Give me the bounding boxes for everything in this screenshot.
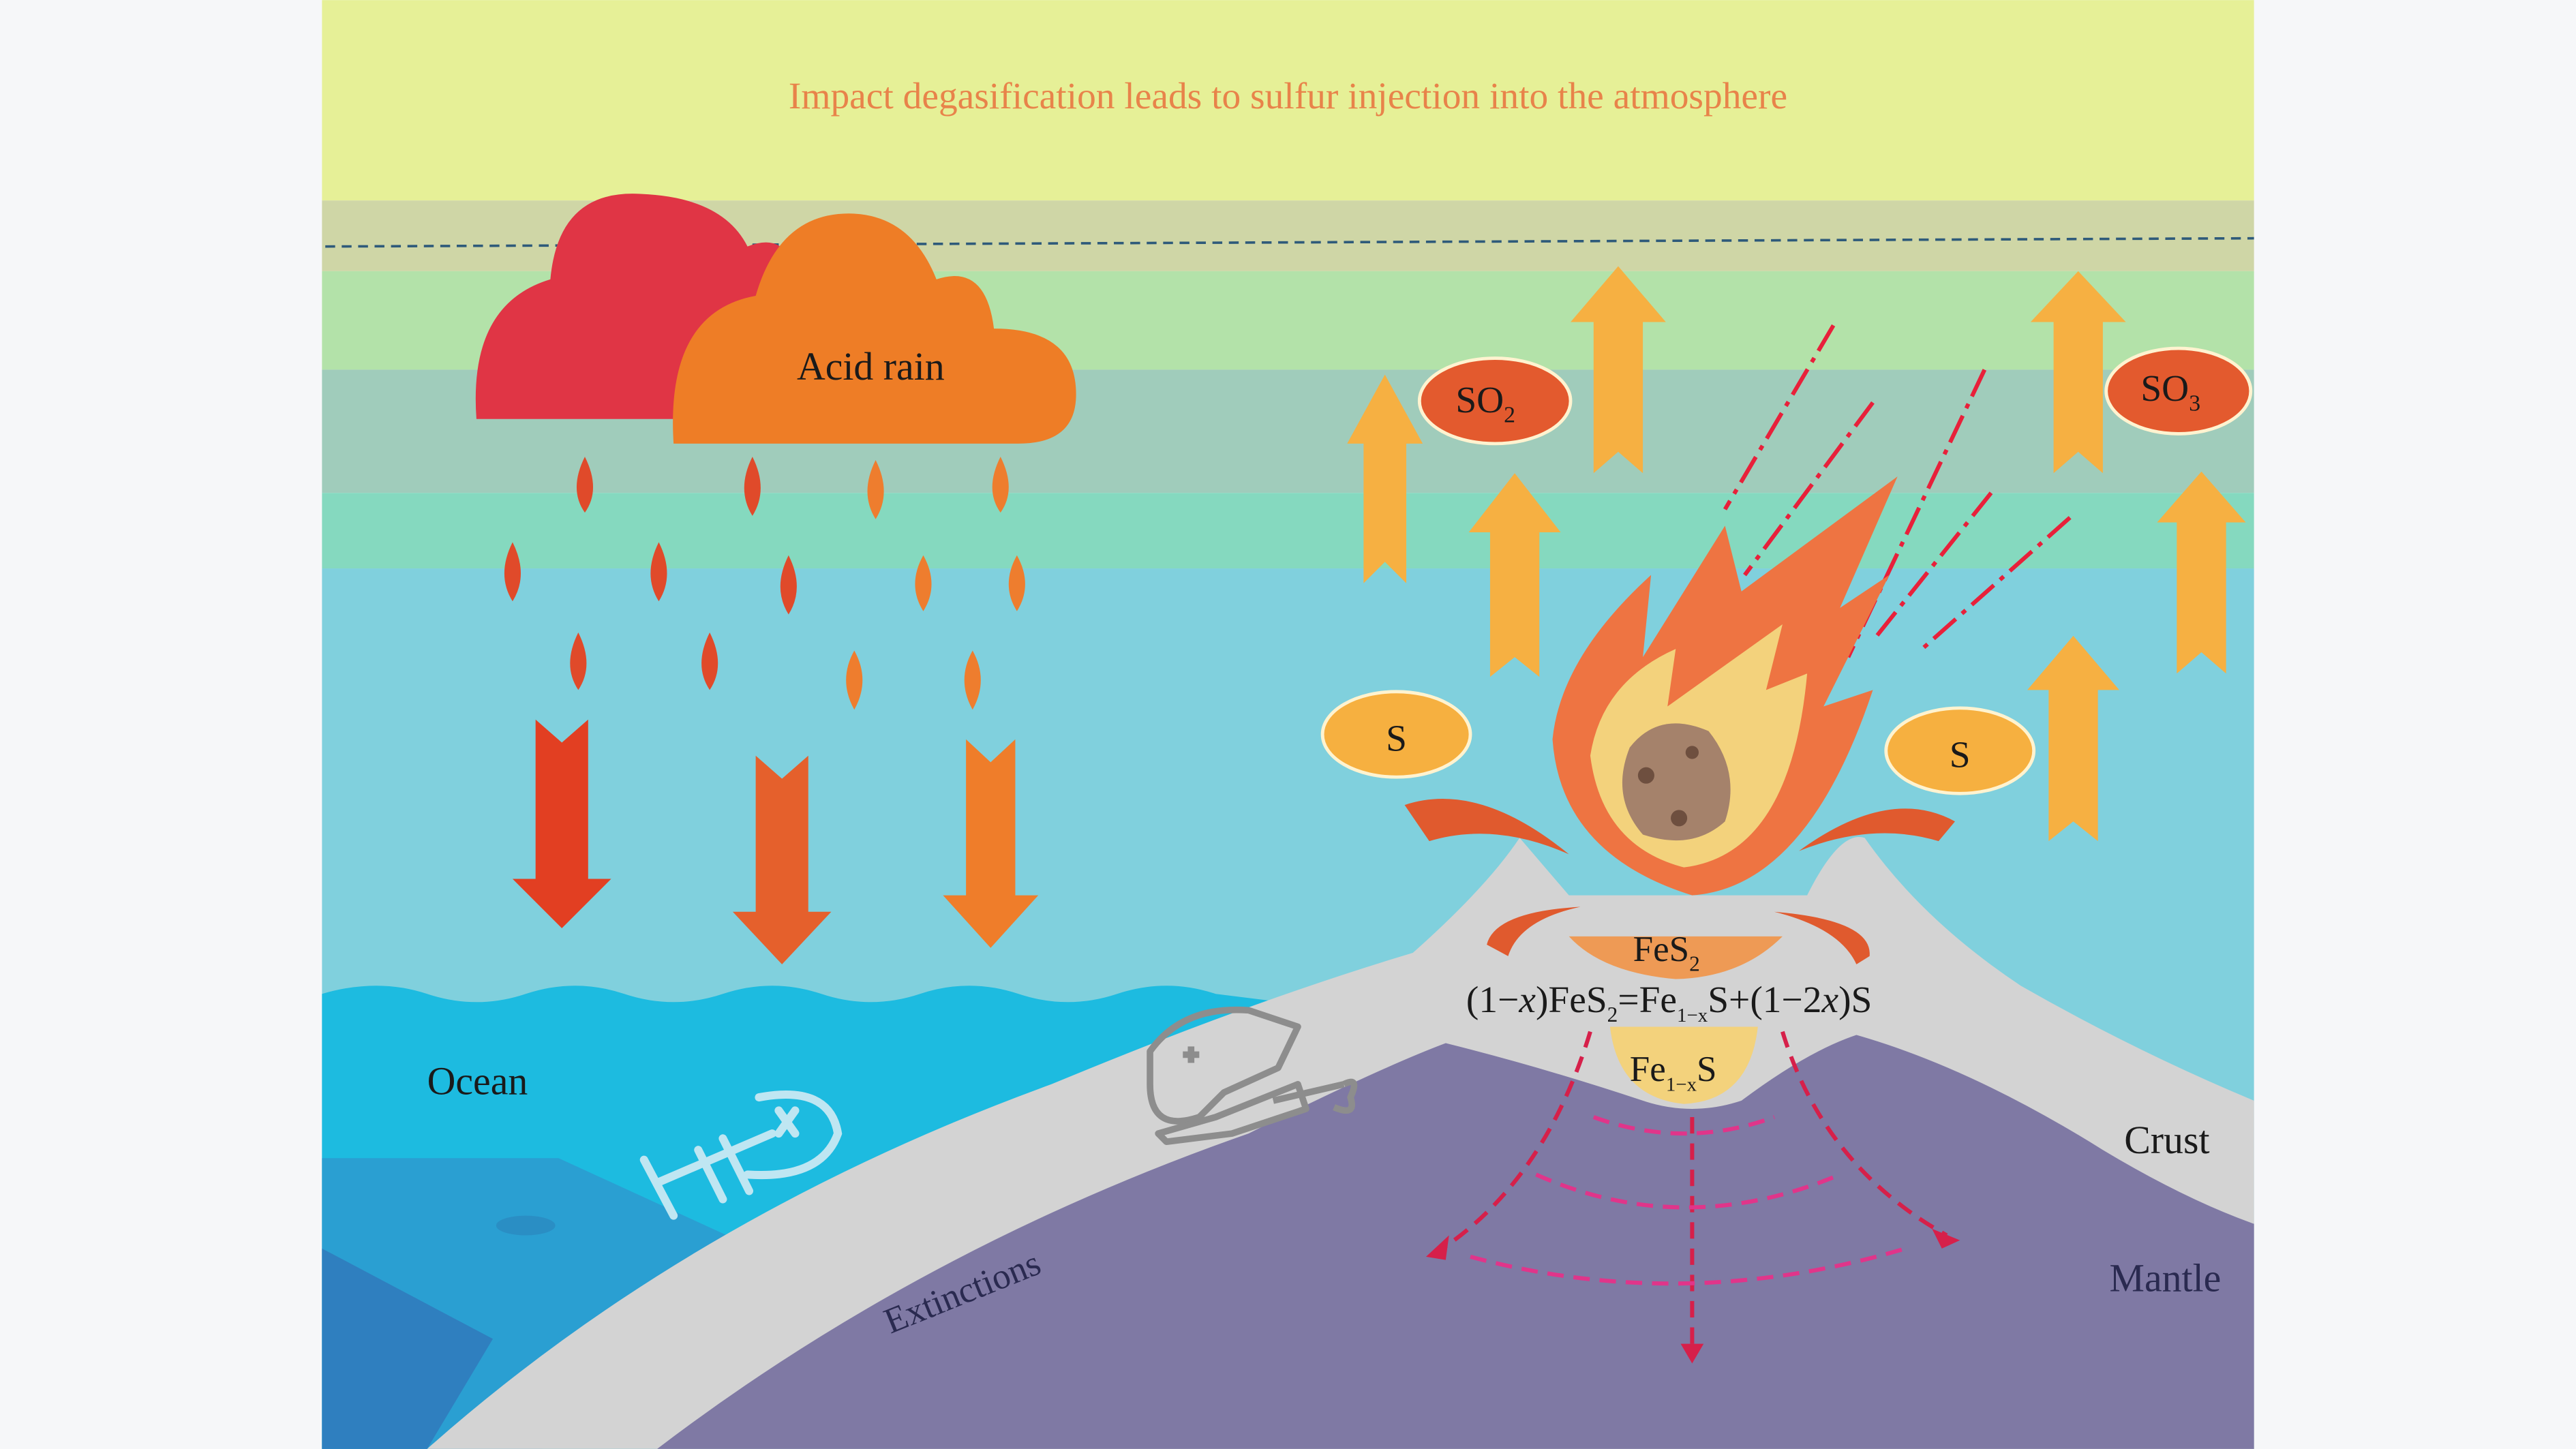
dinosaur-skull-icon	[1147, 1006, 1358, 1145]
arrow-head-icon	[1680, 1343, 1704, 1364]
arrow-head-icon	[1425, 1235, 1449, 1260]
mantle	[657, 1035, 2254, 1449]
dead-fish-icon	[639, 1090, 843, 1220]
up-arrow-icon	[1468, 473, 1561, 677]
fe1xs-label: Fe1−xS	[1630, 1050, 1717, 1095]
s-cloud-right: S	[1884, 706, 2036, 795]
svg-text:SO2: SO2	[1455, 379, 1515, 427]
up-arrow-icon	[1571, 266, 1666, 474]
arrow-head-icon	[1932, 1228, 1960, 1249]
up-arrow-icon	[2157, 471, 2246, 674]
meteorite	[1622, 723, 1731, 841]
diffusion-arrows	[1436, 1031, 1948, 1351]
rain-drops	[504, 457, 1025, 710]
fe1xs-zone	[1609, 1026, 1758, 1104]
crust-label: Crust	[2124, 1118, 2209, 1162]
fes2-zone	[1569, 936, 1783, 979]
meteor-fireball	[1404, 476, 1955, 964]
up-arrows	[1347, 266, 2246, 842]
mantle-label: Mantle	[2110, 1255, 2222, 1300]
svg-text:S: S	[1386, 718, 1407, 759]
up-arrow-icon	[1347, 374, 1423, 583]
acid-rain-cloud: Acid rain	[475, 194, 1076, 444]
s-cloud-left: S	[1320, 690, 1472, 779]
svg-text:SO3: SO3	[2140, 367, 2200, 416]
up-arrow-icon	[2027, 635, 2119, 842]
down-arrows	[512, 719, 1039, 964]
ocean-label: Ocean	[427, 1058, 528, 1103]
so2-cloud: SO2	[1417, 356, 1573, 446]
down-arrow-icon	[732, 755, 832, 964]
acid-rain-label: Acid rain	[797, 344, 945, 388]
down-arrow-icon	[943, 739, 1039, 948]
fes2-label: FeS2	[1633, 930, 1700, 975]
reaction-equation: (1−x)FeS2=Fe1−xS+(1−2x)S	[1466, 979, 1872, 1026]
up-arrow-icon	[2030, 271, 2126, 474]
diagram-title: Impact degasification leads to sulfur in…	[789, 75, 1787, 117]
svg-text:S: S	[1950, 734, 1971, 776]
so3-cloud: SO3	[2104, 346, 2253, 436]
down-arrow-icon	[512, 719, 611, 928]
